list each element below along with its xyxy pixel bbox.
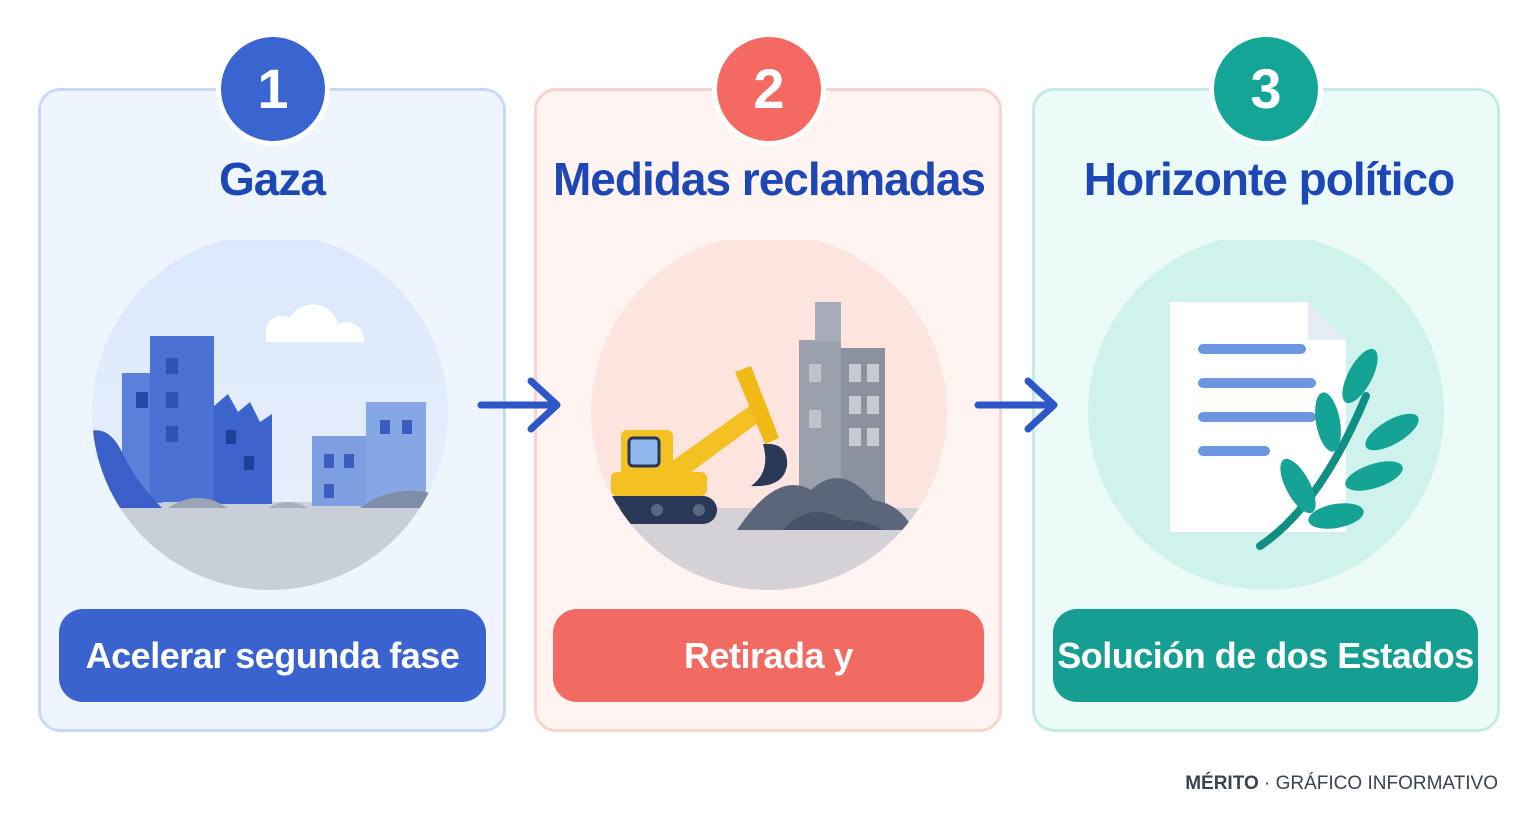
destroyed-city-icon: [92, 240, 448, 590]
step-title-3: Horizonte político: [1083, 153, 1455, 205]
step-action-label-2: Retirada y reconstrucción: [553, 609, 984, 769]
step-number-badge-2: 2: [717, 37, 821, 141]
peace-document-icon: [1088, 240, 1444, 590]
step-number-badge-1: 1: [221, 37, 325, 141]
excavator-icon: [591, 240, 947, 590]
step-title-1: Gaza: [219, 153, 326, 205]
arrow-right-icon: [477, 377, 561, 433]
footer-brand: MÉRITO: [1185, 773, 1259, 794]
step-number-badge-3: 3: [1214, 37, 1318, 141]
step-action-label-3: Solución de dos Estados: [1053, 609, 1478, 702]
footer-label: GRÁFICO INFORMATIVO: [1275, 773, 1498, 794]
arrow-right-icon: [974, 377, 1058, 433]
step-action-label-1: Acelerar segunda fase: [59, 609, 486, 702]
step-title-2: Medidas reclamadas: [552, 153, 986, 205]
footer-separator: ·: [1258, 773, 1276, 794]
footer-credit: MÉRITO · GRÁFICO INFORMATIVO: [1185, 773, 1498, 795]
